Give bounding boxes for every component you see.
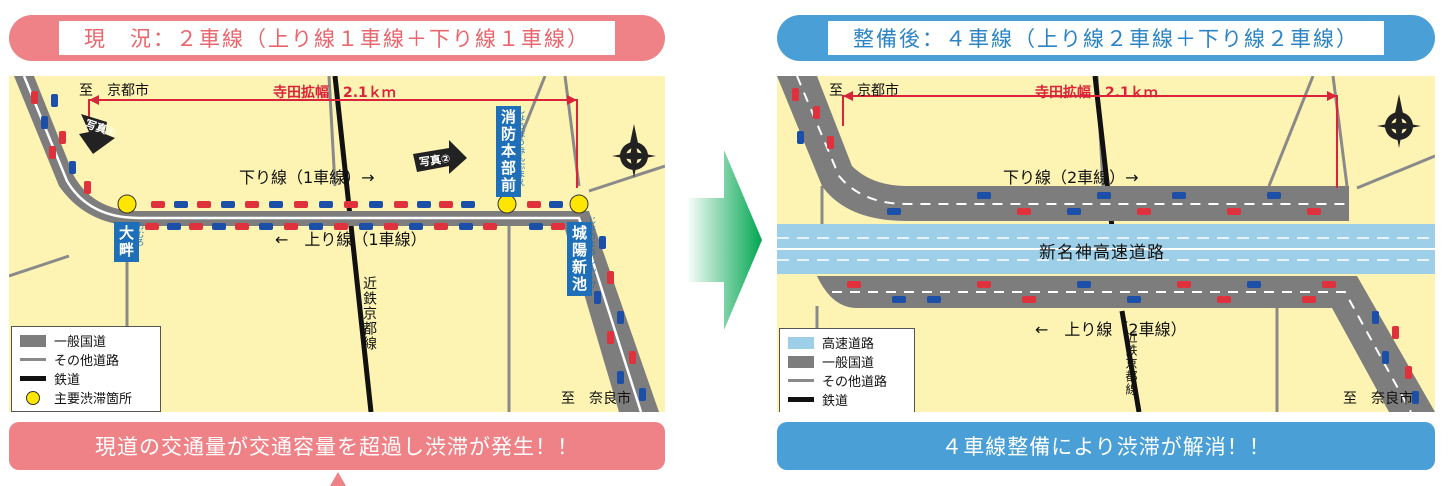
car-icon (151, 201, 563, 208)
place-omuro-ruby: おむろ (136, 222, 145, 246)
legend-other-road: その他道路 (822, 375, 888, 390)
widening-label: 寺田拡幅 2.1ｋｍ (273, 85, 396, 101)
car-icon (145, 223, 565, 230)
place-fire-station: 消防本部前 (496, 106, 521, 197)
future-map-graphics (777, 76, 1435, 412)
current-title-pill: 現 況：２車線（上り線１車線＋下り線１車線） (9, 15, 665, 61)
legend-other-road: その他道路 (54, 354, 120, 369)
current-legend: 一般国道 その他道路 鉄道 主要渋滞箇所 (11, 326, 161, 412)
to-nara-label: 至 奈良市 (561, 391, 631, 407)
up-line-label: ← 上り線（2車線） (1035, 320, 1187, 339)
legend-rail-symbol (788, 397, 814, 402)
current-map-graphics (9, 76, 665, 412)
to-kyoto-label: 至 京都市 (829, 83, 899, 99)
future-message: ４車線整備により渋滞が解消！！ (777, 422, 1435, 470)
to-nara-label: 至 奈良市 (1343, 391, 1413, 407)
down-line-label: 下り線（2車線）→ (1003, 168, 1139, 187)
future-title-pill: 整備後：４車線（上り線２車線＋下り線２車線） (777, 15, 1435, 61)
future-legend: 高速道路 一般国道 その他道路 鉄道 (779, 328, 915, 412)
current-message: 現道の交通量が交通容量を超過し渋滞が発生！！ (9, 422, 665, 470)
widening-label: 寺田拡幅 2.1ｋｍ (1035, 85, 1158, 101)
photo-direction-icon (79, 114, 115, 154)
car-icon (847, 192, 1336, 303)
railway-label: 近鉄京都線 (361, 276, 377, 351)
place-omuro: 大畔 (114, 222, 139, 262)
future-map: 至 京都市 至 奈良市 寺田拡幅 2.1ｋｍ 下り線（2車線）→ ← 上り線（2… (777, 76, 1435, 412)
legend-congestion: 主要渋滞箇所 (54, 392, 133, 407)
pointer-up-icon (330, 472, 346, 486)
legend-expressway-symbol (788, 336, 814, 349)
legend-expressway: 高速道路 (822, 337, 875, 352)
transition-arrow-icon (686, 150, 762, 334)
down-line-label: 下り線（1車線）→ (239, 168, 375, 187)
compass-icon (612, 124, 656, 178)
to-kyoto-label: 至 京都市 (79, 83, 149, 99)
legend-other-symbol (788, 379, 814, 382)
place-fire-station-ruby: しょうぼうほんぶまえ (517, 106, 526, 186)
future-title: 整備後：４車線（上り線２車線＋下り線２車線） (828, 21, 1384, 55)
up-line-label: ← 上り線（1車線） (275, 230, 427, 249)
legend-road: 一般国道 (822, 356, 875, 371)
photo-direction-icon (413, 140, 467, 174)
place-joyo-ruby: じょうようしんいけ (588, 216, 597, 288)
expressway-label: 新名神高速道路 (1039, 243, 1165, 263)
legend-road: 一般国道 (54, 335, 107, 350)
legend-road-symbol (20, 334, 46, 347)
legend-railway: 鉄道 (54, 373, 81, 388)
compass-icon (1377, 94, 1421, 148)
place-joyo: 城陽新池 (567, 222, 592, 296)
current-map: 至 京都市 至 奈良市 寺田拡幅 2.1ｋｍ 下り線（1車線）→ ← 上り線（1… (9, 76, 665, 412)
legend-railway: 鉄道 (822, 394, 849, 409)
legend-road-symbol (788, 355, 814, 368)
car-icon (792, 88, 1419, 404)
legend-congestion-symbol (26, 390, 40, 405)
railway-label: 近鉄京都線 (1124, 331, 1138, 396)
legend-other-symbol (20, 358, 46, 361)
current-title: 現 況：２車線（上り線１車線＋下り線１車線） (59, 21, 615, 55)
car-icon (31, 91, 646, 401)
legend-rail-symbol (20, 376, 46, 381)
